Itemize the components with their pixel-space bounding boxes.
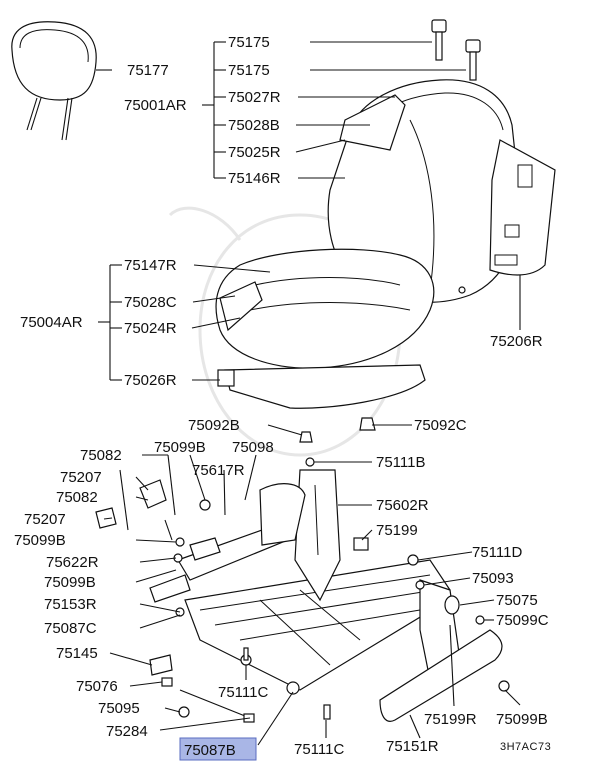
part-labels: 75175 75175 75177 75001AR 75027R 75028B … [14,34,551,761]
label-75151R[interactable]: 75151R [386,738,439,755]
label-75284[interactable]: 75284 [106,723,148,740]
label-75147R[interactable]: 75147R [124,257,177,274]
label-75087B[interactable]: 75087B [184,742,236,759]
label-75602R[interactable]: 75602R [376,497,429,514]
label-75026R[interactable]: 75026R [124,372,177,389]
label-75111C-a[interactable]: 75111C [218,684,268,701]
label-75087C[interactable]: 75087C [44,620,97,637]
label-75153R[interactable]: 75153R [44,596,97,613]
label-75098[interactable]: 75098 [232,439,274,456]
seat-adjuster-frame [149,469,503,722]
headrest [11,21,97,141]
label-75177[interactable]: 75177 [127,62,169,79]
label-75095[interactable]: 75095 [98,700,140,717]
label-75145[interactable]: 75145 [56,645,98,662]
highlight-75087B [179,737,257,761]
label-75207-b[interactable]: 75207 [24,511,66,528]
label-75175-a[interactable]: 75175 [228,34,270,51]
label-75028B[interactable]: 75028B [228,117,280,134]
label-75082-a[interactable]: 75082 [80,447,122,464]
label-75206R[interactable]: 75206R [490,333,543,350]
label-75092B[interactable]: 75092B [188,417,240,434]
label-75175-b[interactable]: 75175 [228,62,270,79]
label-75024R[interactable]: 75024R [124,320,177,337]
label-75001AR[interactable]: 75001AR [124,97,187,114]
headrest-guide-pins [431,19,481,81]
label-75146R[interactable]: 75146R [228,170,281,187]
label-75099B-c[interactable]: 75099B [44,574,96,591]
leader-lines [96,41,521,746]
label-75622R[interactable]: 75622R [46,554,99,571]
label-75092C[interactable]: 75092C [414,417,467,434]
label-75075[interactable]: 75075 [496,592,538,609]
label-75199R[interactable]: 75199R [424,711,477,728]
label-75027R[interactable]: 75027R [228,89,281,106]
label-75207-a[interactable]: 75207 [60,469,102,486]
seat-cushion [215,248,435,409]
label-75004AR[interactable]: 75004AR [20,314,83,331]
label-75093[interactable]: 75093 [472,570,514,587]
label-75099B-b[interactable]: 75099B [14,532,66,549]
label-75076[interactable]: 75076 [76,678,118,695]
label-75099C[interactable]: 75099C [496,612,549,629]
label-75025R[interactable]: 75025R [228,144,281,161]
label-75099B-d[interactable]: 75099B [496,711,548,728]
label-75199[interactable]: 75199 [376,522,418,539]
seat-back-panel [489,139,556,276]
label-75111C-b[interactable]: 75111C [294,741,344,758]
diagram-code: 3H7AC73 [500,741,551,753]
label-75099B-a[interactable]: 75099B [154,439,206,456]
label-75111B-a[interactable]: 75111B [376,454,426,471]
label-75111D[interactable]: 75111D [472,544,522,561]
small-hardware [95,457,510,723]
label-75617R[interactable]: 75617R [192,462,245,479]
label-75028C[interactable]: 75028C [124,294,177,311]
clips [299,417,376,443]
label-75082-b[interactable]: 75082 [56,489,98,506]
